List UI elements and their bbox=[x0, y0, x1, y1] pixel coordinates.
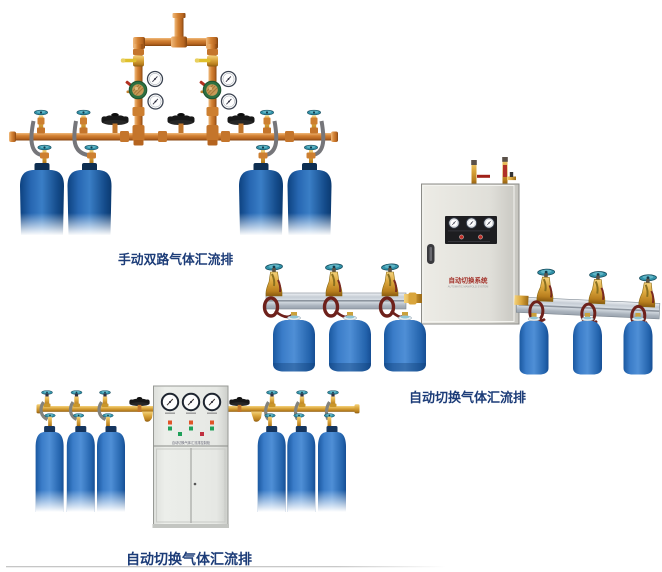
svg-text:自动切换系统: 自动切换系统 bbox=[449, 276, 489, 285]
svg-text:AUTOMATIC MANIFOLD SYSTEM: AUTOMATIC MANIFOLD SYSTEM bbox=[448, 285, 489, 289]
svg-text:自动切换气体汇流排控制柜: 自动切换气体汇流排控制柜 bbox=[172, 440, 211, 445]
